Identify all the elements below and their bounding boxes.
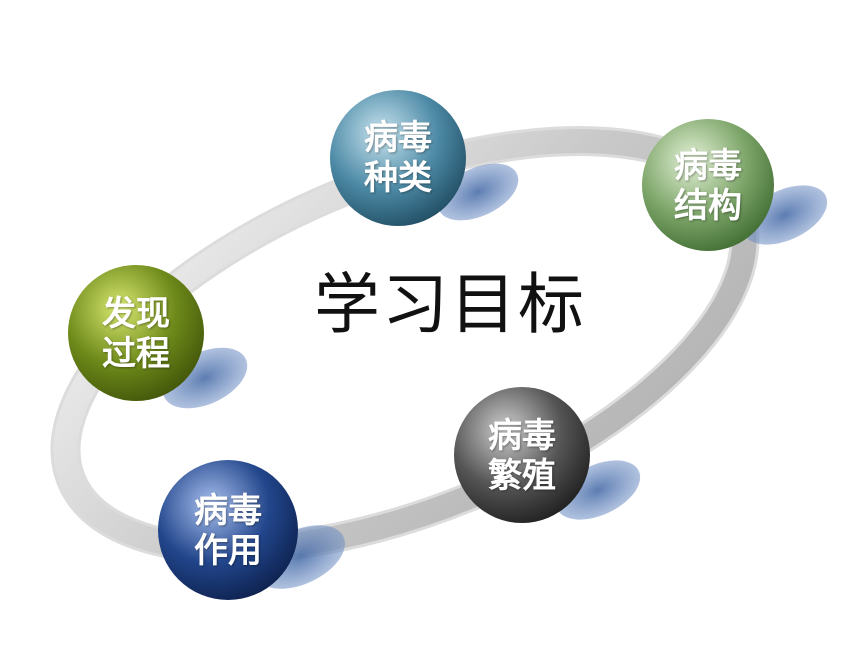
node-discovery-label: 发现 过程 — [66, 294, 206, 374]
node-effects-ball — [158, 460, 298, 600]
node-structure-line2: 结构 — [674, 186, 742, 226]
node-discovery-ball — [68, 265, 204, 401]
node-types-label: 病毒 种类 — [328, 118, 468, 198]
node-effects-label: 病毒 作用 — [158, 491, 298, 571]
node-structure-label: 病毒 结构 — [638, 146, 778, 226]
node-types-line1: 病毒 — [364, 118, 432, 158]
node-discovery-line2: 过程 — [102, 334, 170, 374]
node-structure-line1: 病毒 — [674, 146, 742, 186]
node-discovery-line1: 发现 — [102, 294, 170, 334]
node-types-ball — [330, 90, 466, 226]
node-structure-ball — [642, 119, 774, 251]
node-reproduction-label: 病毒 繁殖 — [452, 416, 592, 496]
node-reproduction-ball — [454, 387, 590, 523]
node-effects-line1: 病毒 — [194, 491, 262, 531]
node-reproduction-line2: 繁殖 — [488, 456, 556, 496]
node-effects-line2: 作用 — [194, 531, 262, 571]
page-title: 学习目标 — [314, 266, 586, 343]
node-reproduction-line1: 病毒 — [488, 416, 556, 456]
node-types-line2: 种类 — [364, 158, 432, 198]
